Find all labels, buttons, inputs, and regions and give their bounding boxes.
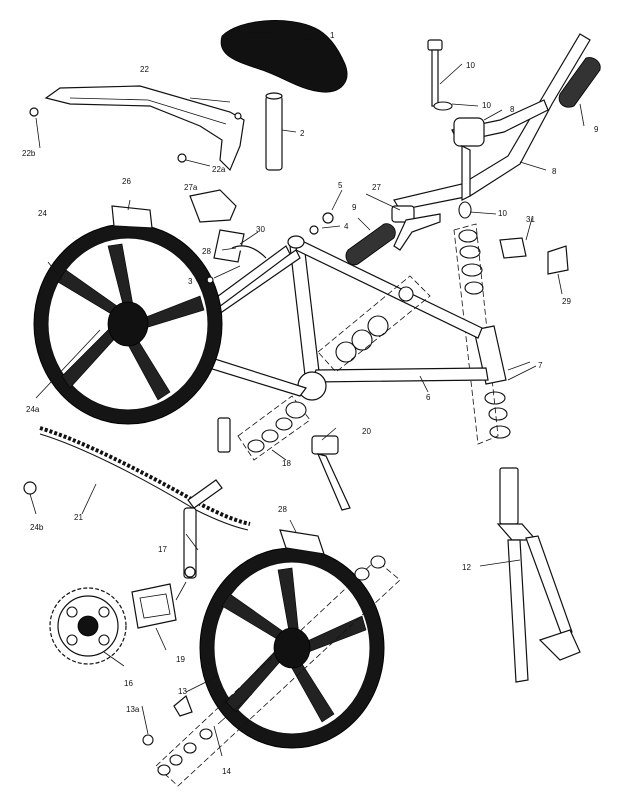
callout-6: 6 xyxy=(426,393,431,402)
callout-10c: 10 xyxy=(498,209,507,218)
callout-12: 12 xyxy=(462,563,471,572)
seat-post-part xyxy=(265,92,283,171)
callout-22: 22 xyxy=(140,65,149,74)
crank-arm-part xyxy=(183,417,231,579)
callout-9b: 9 xyxy=(352,203,357,212)
brake-lever-part xyxy=(391,205,441,251)
crank-bearing-set-part xyxy=(237,275,431,461)
callout-16: 16 xyxy=(124,679,133,688)
callout-14: 14 xyxy=(222,767,231,776)
kickstand-part xyxy=(311,435,351,511)
seat-part xyxy=(220,20,348,93)
callout-7: 7 xyxy=(538,361,543,370)
handlebar-part xyxy=(393,33,591,211)
callout-22a: 22a xyxy=(212,165,226,174)
callout-19: 19 xyxy=(176,655,185,664)
callout-26: 26 xyxy=(122,177,131,186)
callout-3: 3 xyxy=(188,277,193,286)
leader-lines xyxy=(29,37,585,757)
callout-31: 31 xyxy=(526,215,535,224)
callout-24b: 24b xyxy=(30,523,44,532)
front-wheel-part xyxy=(199,547,385,749)
reflector-part xyxy=(279,237,569,555)
front-axle-set-part xyxy=(142,555,401,787)
rear-wheel-part xyxy=(33,223,223,425)
nut-parts xyxy=(309,212,334,235)
callout-21: 21 xyxy=(74,513,83,522)
callout-5: 5 xyxy=(338,181,343,190)
chain-part xyxy=(23,426,251,531)
callout-9a: 9 xyxy=(594,125,599,134)
rear-brake-part xyxy=(111,189,267,284)
chainring-part xyxy=(49,587,127,665)
callout-27a: 27a xyxy=(184,183,198,192)
callout-28a: 28 xyxy=(202,247,211,256)
grip-left-part xyxy=(345,223,396,266)
chain-guard-part xyxy=(29,85,245,172)
callout-13: 13 xyxy=(178,687,187,696)
callout-13a: 13a xyxy=(126,705,140,714)
grip-right-part xyxy=(558,57,601,108)
pedal-part xyxy=(131,581,187,629)
callout-17: 17 xyxy=(158,545,167,554)
callout-10a: 10 xyxy=(466,61,475,70)
callout-8b: 8 xyxy=(552,167,557,176)
callout-28b: 28 xyxy=(278,505,287,514)
callout-1: 1 xyxy=(330,31,335,40)
callout-24a: 24a xyxy=(26,405,40,414)
callout-10b: 10 xyxy=(482,101,491,110)
fork-part xyxy=(496,467,581,683)
callout-2: 2 xyxy=(300,129,305,138)
callout-24: 24 xyxy=(38,209,47,218)
callout-29: 29 xyxy=(562,297,571,306)
callout-30: 30 xyxy=(256,225,265,234)
callout-20: 20 xyxy=(362,427,371,436)
callout-8a: 8 xyxy=(510,105,515,114)
callout-27: 27 xyxy=(372,183,381,192)
callout-4: 4 xyxy=(344,222,349,231)
callout-labels: 1 2 3 4 5 6 7 8 8 9 9 10 10 10 12 13 13a… xyxy=(22,31,599,776)
stem-bolt-part xyxy=(427,39,453,111)
callout-18: 18 xyxy=(282,459,291,468)
callout-22b: 22b xyxy=(22,149,36,158)
